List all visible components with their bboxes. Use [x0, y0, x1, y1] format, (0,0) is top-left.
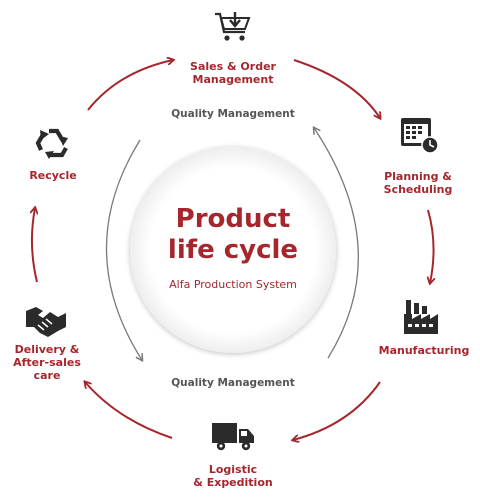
stage-label-sales-order: Sales & Order Management [190, 60, 276, 86]
quality-arrow-left [105, 139, 142, 360]
stage-label-logistic: Logistic & Expedition [193, 463, 273, 489]
center-circle [130, 147, 336, 353]
factory-icon [404, 300, 438, 334]
truck-icon [212, 423, 254, 451]
quality-management-bottom: Quality Management [171, 377, 295, 389]
quality-arrows [105, 128, 359, 360]
arrow-recycle-to-sales [87, 60, 173, 111]
outer-cycle-arrows [32, 60, 434, 440]
quality-management-top: Quality Management [171, 108, 295, 120]
shopping-cart-icon [215, 12, 251, 41]
arrow-planning-to-manufacturing [428, 209, 434, 283]
arrow-logistic-to-delivery [85, 382, 173, 439]
calendar-clock-icon [401, 118, 439, 154]
arrow-sales-to-planning [293, 59, 380, 118]
arrow-manufacturing-to-logistic [293, 381, 381, 440]
arrow-delivery-to-recycle [32, 208, 37, 283]
recycle-icon [35, 128, 68, 159]
stage-label-delivery: Delivery & After-sales care [13, 343, 81, 382]
quality-arrow-right [314, 128, 359, 359]
center-subtitle: Alfa Production System [169, 278, 297, 291]
handshake-icon [26, 307, 66, 337]
stage-label-manufacturing: Manufacturing [378, 344, 470, 357]
center-title: Product life cycle [167, 204, 299, 265]
stage-label-recycle: Recycle [29, 169, 77, 182]
stage-label-planning: Planning & Scheduling [383, 170, 453, 196]
